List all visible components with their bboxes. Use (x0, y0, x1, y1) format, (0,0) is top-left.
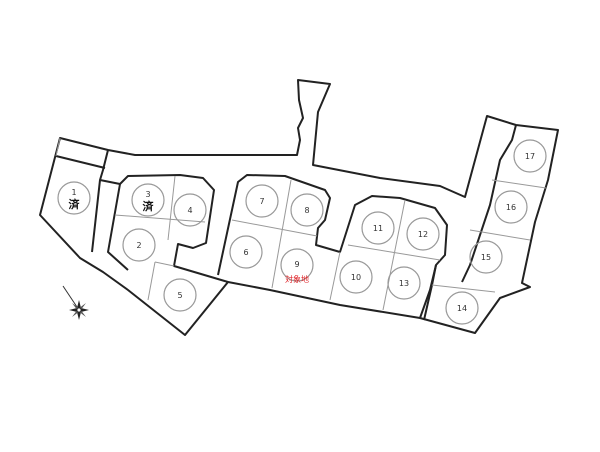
lot-4: 4 (173, 193, 207, 227)
lot-circle (163, 278, 197, 312)
compass-icon (62, 285, 89, 320)
lot-number: 2 (136, 241, 141, 250)
lot-number: 4 (187, 206, 192, 215)
lot-10: 10 (339, 260, 373, 294)
lot-9: 9 対象地 (280, 248, 314, 284)
lot-17: 17 (513, 139, 547, 173)
lot-number: 13 (399, 279, 409, 288)
lot-circle (280, 248, 314, 282)
lot-number: 16 (506, 203, 516, 212)
lot-14: 14 (445, 291, 479, 325)
lot-circle (445, 291, 479, 325)
lot-circle (361, 211, 395, 245)
lot-number: 7 (259, 197, 264, 206)
lot-circle (131, 183, 165, 217)
lot-circle (173, 193, 207, 227)
lot-number: 3 (145, 190, 150, 199)
lot-2: 2 (122, 228, 156, 262)
lot-circle (57, 181, 91, 215)
lot-number: 6 (243, 248, 248, 257)
lot-lines (55, 137, 547, 311)
lot-number: 17 (525, 152, 535, 161)
lot-3: 3済 (131, 183, 165, 217)
lot-number: 8 (304, 206, 309, 215)
lot-number: 14 (457, 304, 467, 313)
lot-circle (406, 217, 440, 251)
lot-8: 8 (290, 193, 324, 227)
lot-13: 13 (387, 266, 421, 300)
lot-15: 15 (469, 240, 503, 274)
sold-label: 済 (69, 197, 81, 211)
site-boundary (39, 79, 559, 336)
lot-number: 1 (71, 188, 76, 197)
lot-circle (513, 139, 547, 173)
lot-16: 16 (494, 190, 528, 224)
lot-6: 6 (229, 235, 263, 269)
lot-5: 5 (163, 278, 197, 312)
lot-number: 11 (373, 224, 383, 233)
target-lot-label: 対象地 (285, 274, 309, 284)
lot-circle (469, 240, 503, 274)
lot-7: 7 (245, 184, 279, 218)
lot-circle (245, 184, 279, 218)
lot-circle (339, 260, 373, 294)
lot-number: 9 (294, 260, 299, 269)
lot-circle (229, 235, 263, 269)
lot-circle (387, 266, 421, 300)
lot-number: 15 (481, 253, 491, 262)
lot-number: 10 (351, 273, 361, 282)
sold-label: 済 (143, 199, 155, 213)
lot-number: 5 (177, 291, 182, 300)
lot-circle (290, 193, 324, 227)
lot-11: 11 (361, 211, 395, 245)
lot-12: 12 (406, 217, 440, 251)
lot-number: 12 (418, 230, 428, 239)
lot-circle (122, 228, 156, 262)
lot-circle (494, 190, 528, 224)
lot-1: 1済 (57, 181, 91, 215)
